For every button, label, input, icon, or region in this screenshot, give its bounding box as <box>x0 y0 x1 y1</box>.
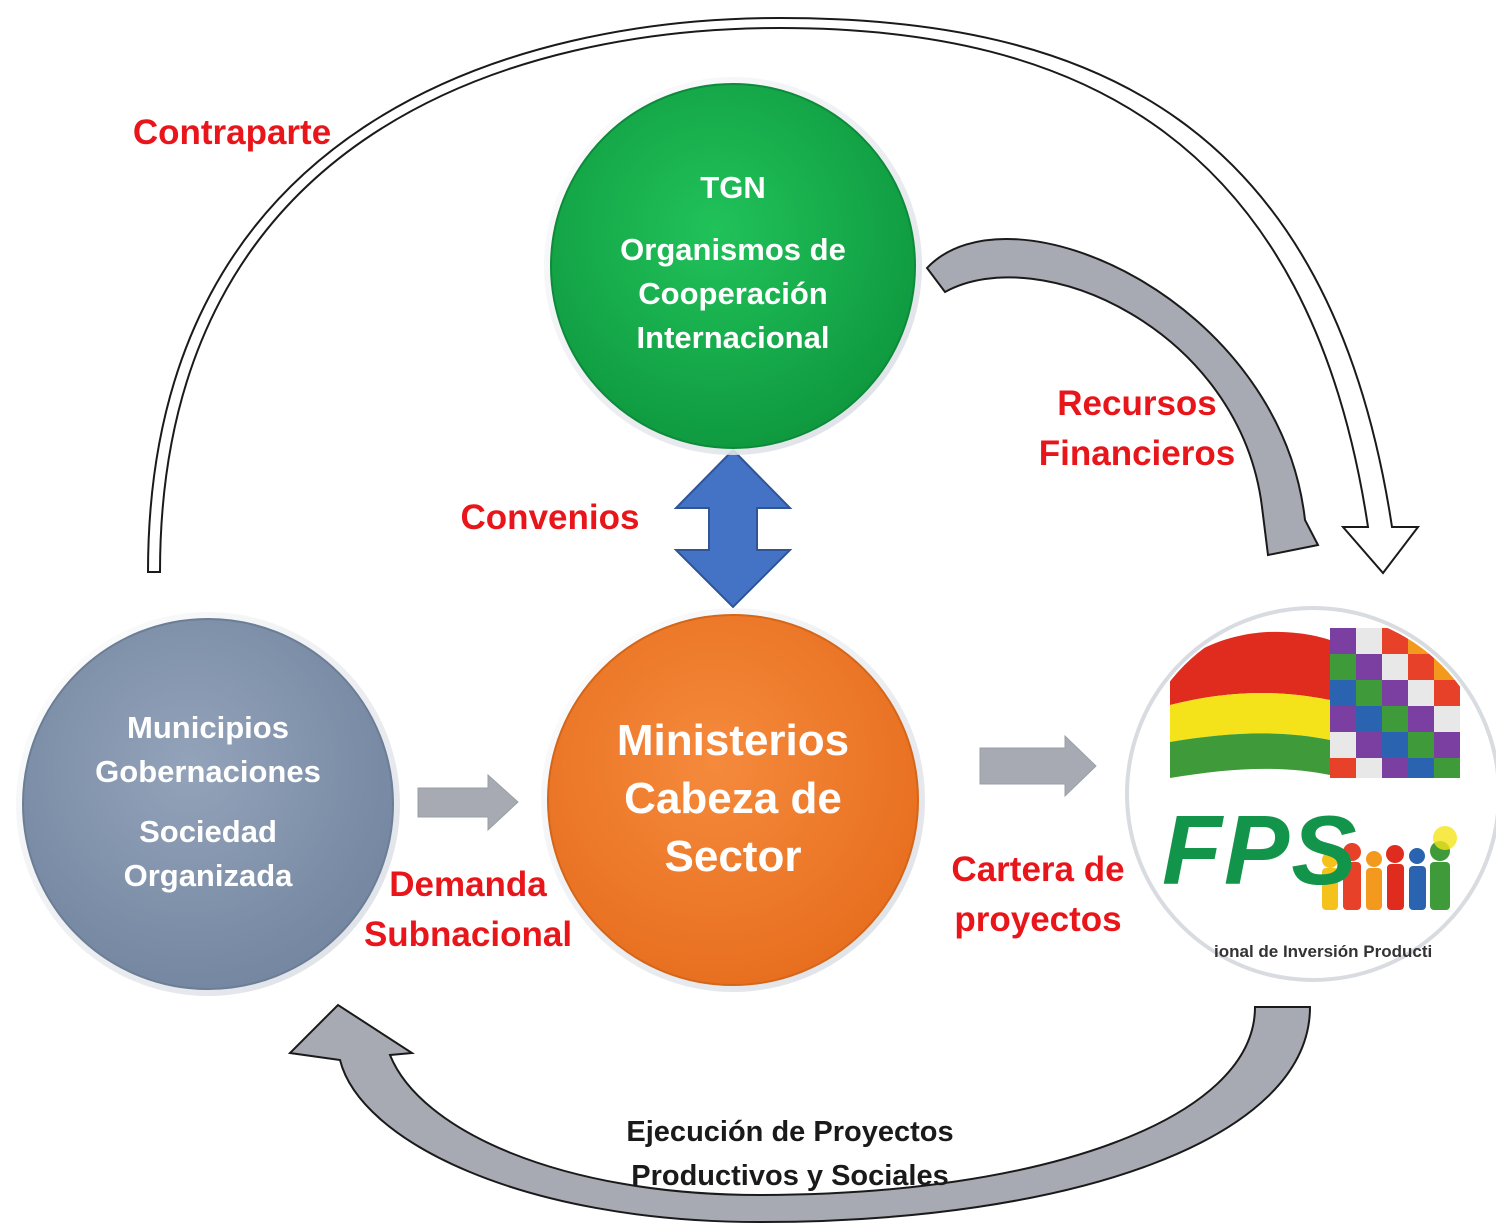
contraparte-arc <box>146 16 1421 575</box>
demanda-label-line-2: Subnacional <box>363 915 573 954</box>
fps-logo-caption: ional de Inversión Producti <box>1214 942 1433 961</box>
ministerios-line-2: Cabeza de <box>624 774 842 823</box>
subnational-line-2: Gobernaciones <box>95 754 321 789</box>
subnational-line-1: Municipios <box>127 710 289 745</box>
contraparte-label: Contraparte <box>132 113 332 152</box>
recursos-label-line-2: Financieros <box>1038 434 1236 473</box>
cartera-arrow <box>979 734 1097 798</box>
ministerios-line-3: Sector <box>664 832 802 881</box>
subnational-line-3: Sociedad <box>139 814 277 849</box>
demanda-arrow <box>417 773 519 832</box>
ejecucion-arrow <box>287 1003 1312 1224</box>
ejecucion-label-line-1: Ejecución de Proyectos <box>626 1116 954 1148</box>
subnational-circle <box>22 618 394 990</box>
ejecucion-label-line-2: Productivos y Sociales <box>631 1160 949 1192</box>
cartera-label-line-2: proyectos <box>954 900 1122 939</box>
demanda-label-line-1: Demanda <box>389 865 547 904</box>
tgn-line-1: Organismos de <box>620 232 846 267</box>
subnational-line-4: Organizada <box>123 858 293 893</box>
convenios-double-arrow <box>673 448 793 609</box>
fps-logo-text: FPS <box>1162 795 1359 905</box>
convenios-label: Convenios <box>460 498 640 537</box>
ministerios-circle <box>547 614 919 986</box>
tgn-circle <box>550 83 916 449</box>
tgn-title: TGN <box>700 170 766 205</box>
recursos-arrow <box>925 237 1320 557</box>
recursos-label-line-1: Recursos <box>1057 384 1217 423</box>
cartera-label-line-1: Cartera de <box>951 850 1125 889</box>
fps-logo <box>1125 606 1496 982</box>
ministerios-line-1: Ministerios <box>616 716 850 765</box>
tgn-line-3: Internacional <box>636 320 830 355</box>
tgn-line-2: Cooperación <box>638 276 828 311</box>
